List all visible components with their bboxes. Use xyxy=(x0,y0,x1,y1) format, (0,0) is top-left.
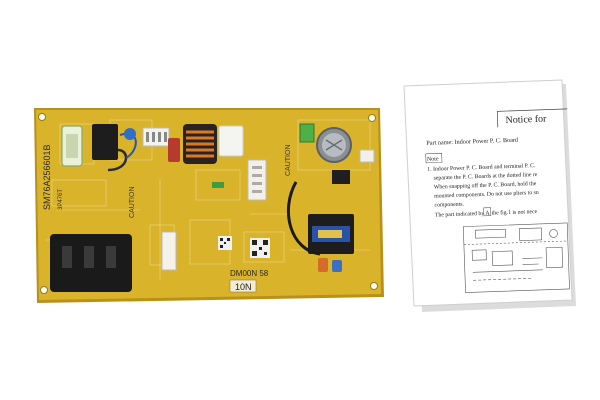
header-pins xyxy=(146,132,167,142)
film-capacitor-red xyxy=(168,138,180,162)
capacitor-orange xyxy=(318,258,328,272)
notice-line-5: components. xyxy=(434,202,464,209)
boxed-letter: A xyxy=(485,211,490,217)
notice-diagram xyxy=(462,222,570,293)
mount-hole xyxy=(368,114,376,122)
transformer-label xyxy=(318,230,342,238)
caution-top: CAUTION xyxy=(285,145,292,177)
wire-loop xyxy=(287,181,321,256)
diode xyxy=(212,182,224,188)
caution-left: CAUTION xyxy=(129,187,136,219)
notice-paper xyxy=(403,79,573,307)
small-connector xyxy=(359,149,375,163)
sticker xyxy=(229,279,257,293)
notice-part-name: Part name: Indoor Power P. C. Board xyxy=(426,137,519,147)
note-heading-box xyxy=(425,153,443,164)
connector-pin xyxy=(84,246,94,268)
relay xyxy=(92,124,118,160)
mount-hole xyxy=(40,286,48,294)
sub-code: 3P476T xyxy=(58,189,64,210)
notice-line-3: When snapping off the P. C. Board, hold … xyxy=(434,180,537,191)
ic-chip xyxy=(332,170,350,184)
narrow-connector xyxy=(161,231,177,271)
fuse xyxy=(66,134,78,158)
boxed-letter-box xyxy=(483,207,492,217)
notice-line-1: 1. Indoor Power P. C. Board and terminal… xyxy=(427,163,536,173)
relay-wire-black xyxy=(107,148,128,172)
choke-winding xyxy=(186,130,214,158)
green-connector xyxy=(299,123,315,143)
part-code: SM76A256601B xyxy=(42,144,52,210)
film-capacitor-white xyxy=(218,125,244,157)
pin-header xyxy=(142,127,170,147)
notice-line-4: mounted components. Do not use pliers to… xyxy=(434,190,539,200)
sticker-label: 10N xyxy=(235,282,252,292)
mount-hole xyxy=(370,282,378,290)
capacitor-blue xyxy=(332,260,342,272)
connector-pin xyxy=(106,246,116,268)
note-heading: Note xyxy=(427,156,439,162)
notice-content: Notice for Part name: Indoor Power P. C.… xyxy=(425,108,570,293)
connector-pin xyxy=(62,246,72,268)
notice-title: Notice for xyxy=(505,114,547,126)
notice-line-2: separate the P. C. Boards at the dotted … xyxy=(433,172,537,182)
mount-hole xyxy=(38,113,46,121)
small-capacitor-blue xyxy=(124,128,136,140)
silk-label: DM00N 58 xyxy=(230,269,269,278)
